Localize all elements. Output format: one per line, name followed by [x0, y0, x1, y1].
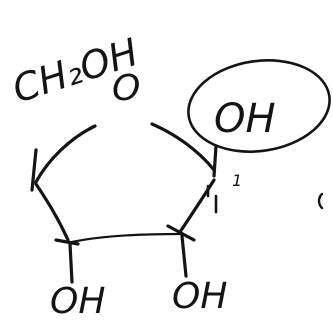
ring-tick-c4: [30, 148, 38, 192]
label-ring-o: O: [112, 68, 140, 109]
highlight-circle: [187, 59, 331, 153]
ring-bond-o-c1: [150, 122, 216, 172]
ring-bond-c4-o: [34, 124, 97, 184]
label-anomeric-oh: OH: [214, 96, 276, 142]
label-c2-oh: OH: [172, 276, 227, 317]
stray-mark: [317, 192, 324, 210]
ring-bond-c2-c1: [178, 178, 216, 234]
bond-c2-oh: [180, 234, 188, 278]
c1-marks: [206, 184, 218, 214]
ring-tick-c3: [54, 238, 80, 246]
ring-bond-c4-c3: [34, 182, 70, 242]
ring-bond-c3-c2: [70, 232, 182, 244]
label-c1-mark: 1: [232, 171, 242, 190]
label-c3-oh: OH: [50, 281, 105, 322]
bond-c3-oh: [68, 242, 74, 284]
bond-c1-anomeric-oh: [212, 144, 218, 178]
